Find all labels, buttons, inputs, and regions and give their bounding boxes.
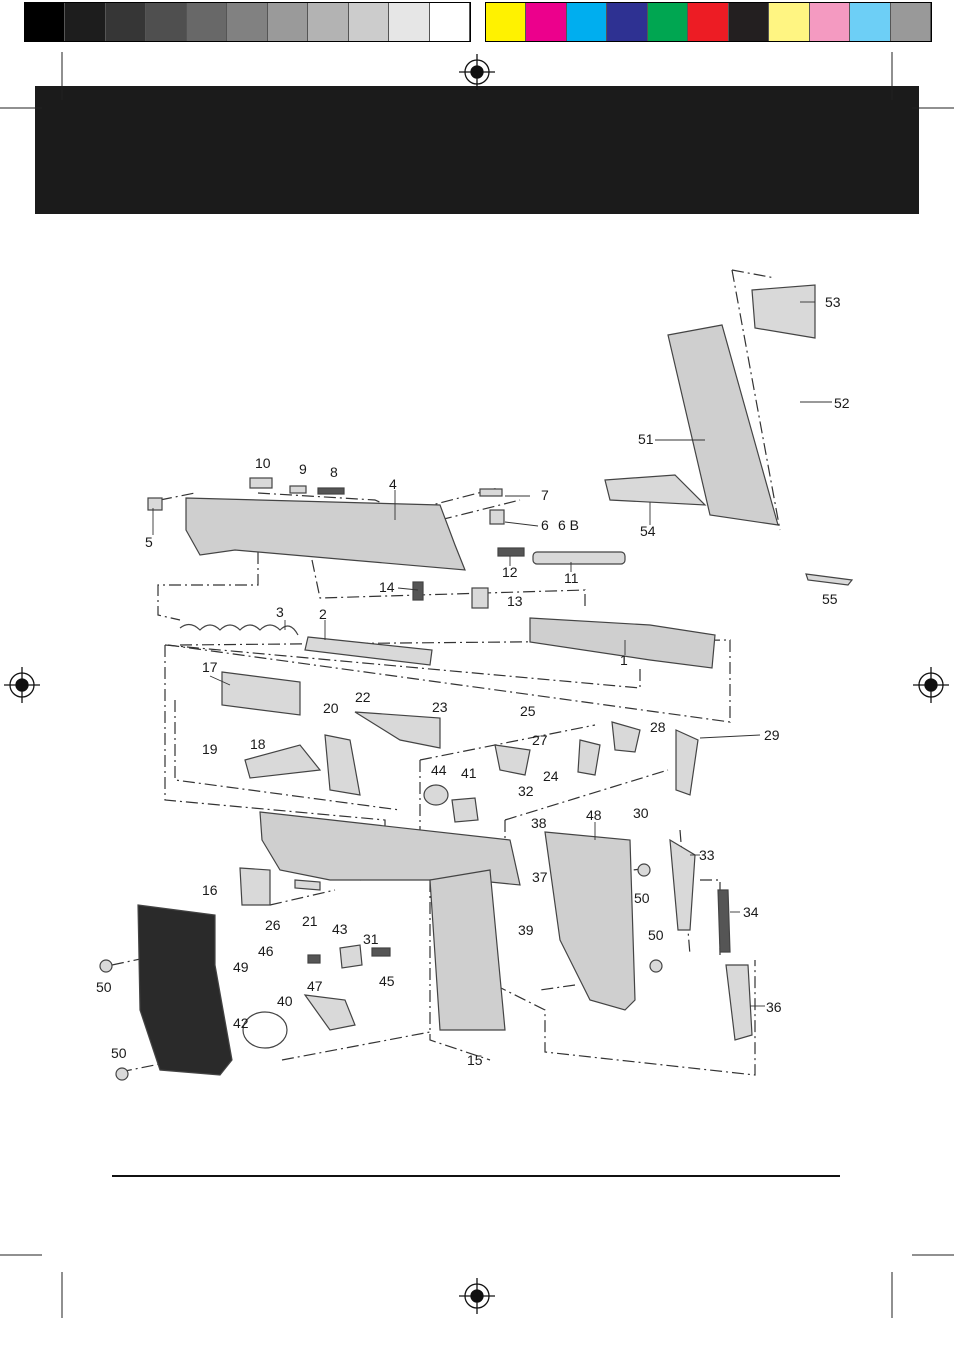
part-shapes	[100, 285, 852, 1080]
part-label-12: 12	[502, 564, 518, 580]
part-label-50a: 50	[96, 979, 112, 995]
part-label-16: 16	[202, 882, 218, 898]
part-label-53: 53	[825, 294, 841, 310]
part-label-52: 52	[834, 395, 850, 411]
part-label-29: 29	[764, 727, 780, 743]
part-label-26: 26	[265, 917, 281, 933]
part-label-17: 17	[202, 659, 218, 675]
part-label-13: 13	[507, 593, 523, 609]
part-label-28: 28	[650, 719, 666, 735]
part-label-30: 30	[633, 805, 649, 821]
part-label-37: 37	[532, 869, 548, 885]
part-label-46: 46	[258, 943, 274, 959]
part-label-15: 15	[467, 1052, 483, 1068]
part-label-8: 8	[330, 464, 338, 480]
part-label-23: 23	[432, 699, 448, 715]
part-label-20: 20	[323, 700, 339, 716]
part-label-27: 27	[532, 732, 548, 748]
part-label-45: 45	[379, 973, 395, 989]
registration-mark-right	[913, 667, 949, 703]
registration-mark-top	[459, 54, 495, 90]
part-label-19: 19	[202, 741, 218, 757]
part-label-36: 36	[766, 999, 782, 1015]
registration-mark-left	[4, 667, 40, 703]
part-label-24: 24	[543, 768, 559, 784]
registration-mark-bottom	[459, 1278, 495, 1314]
part-label-33: 33	[699, 847, 715, 863]
part-label-9: 9	[299, 461, 307, 477]
part-label-50b: 50	[111, 1045, 127, 1061]
part-label-42: 42	[233, 1015, 249, 1031]
part-label-34: 34	[743, 904, 759, 920]
part-label-22: 22	[355, 689, 371, 705]
part-label-51: 51	[638, 431, 654, 447]
part-label-47: 47	[307, 978, 323, 994]
crop-marks	[0, 52, 954, 1318]
part-label-14: 14	[379, 579, 395, 595]
part-label-41: 41	[461, 765, 477, 781]
part-label-40: 40	[277, 993, 293, 1009]
part-label-10: 10	[255, 455, 271, 471]
part-label-48: 48	[586, 807, 602, 823]
part-label-6: 6	[541, 517, 549, 533]
part-label-3: 3	[276, 604, 284, 620]
part-label-44: 44	[431, 762, 447, 778]
part-label-50d: 50	[648, 927, 664, 943]
part-label-31: 31	[363, 931, 379, 947]
part-label-54: 54	[640, 523, 656, 539]
part-label-55: 55	[822, 591, 838, 607]
part-label-21: 21	[302, 913, 318, 929]
part-label-18: 18	[250, 736, 266, 752]
part-label-1: 1	[620, 652, 628, 668]
part-label-38: 38	[531, 815, 547, 831]
part-label-25: 25	[520, 703, 536, 719]
part-label-5: 5	[145, 534, 153, 550]
part-label-11: 11	[564, 570, 579, 586]
part-label-32: 32	[518, 783, 534, 799]
part-label-7: 7	[541, 487, 549, 503]
part-label-6b: 6 B	[558, 517, 579, 533]
part-label-49: 49	[233, 959, 249, 975]
part-label-43: 43	[332, 921, 348, 937]
part-label-39: 39	[518, 922, 534, 938]
part-label-50c: 50	[634, 890, 650, 906]
part-label-2: 2	[319, 606, 327, 622]
part-label-4: 4	[389, 476, 397, 492]
